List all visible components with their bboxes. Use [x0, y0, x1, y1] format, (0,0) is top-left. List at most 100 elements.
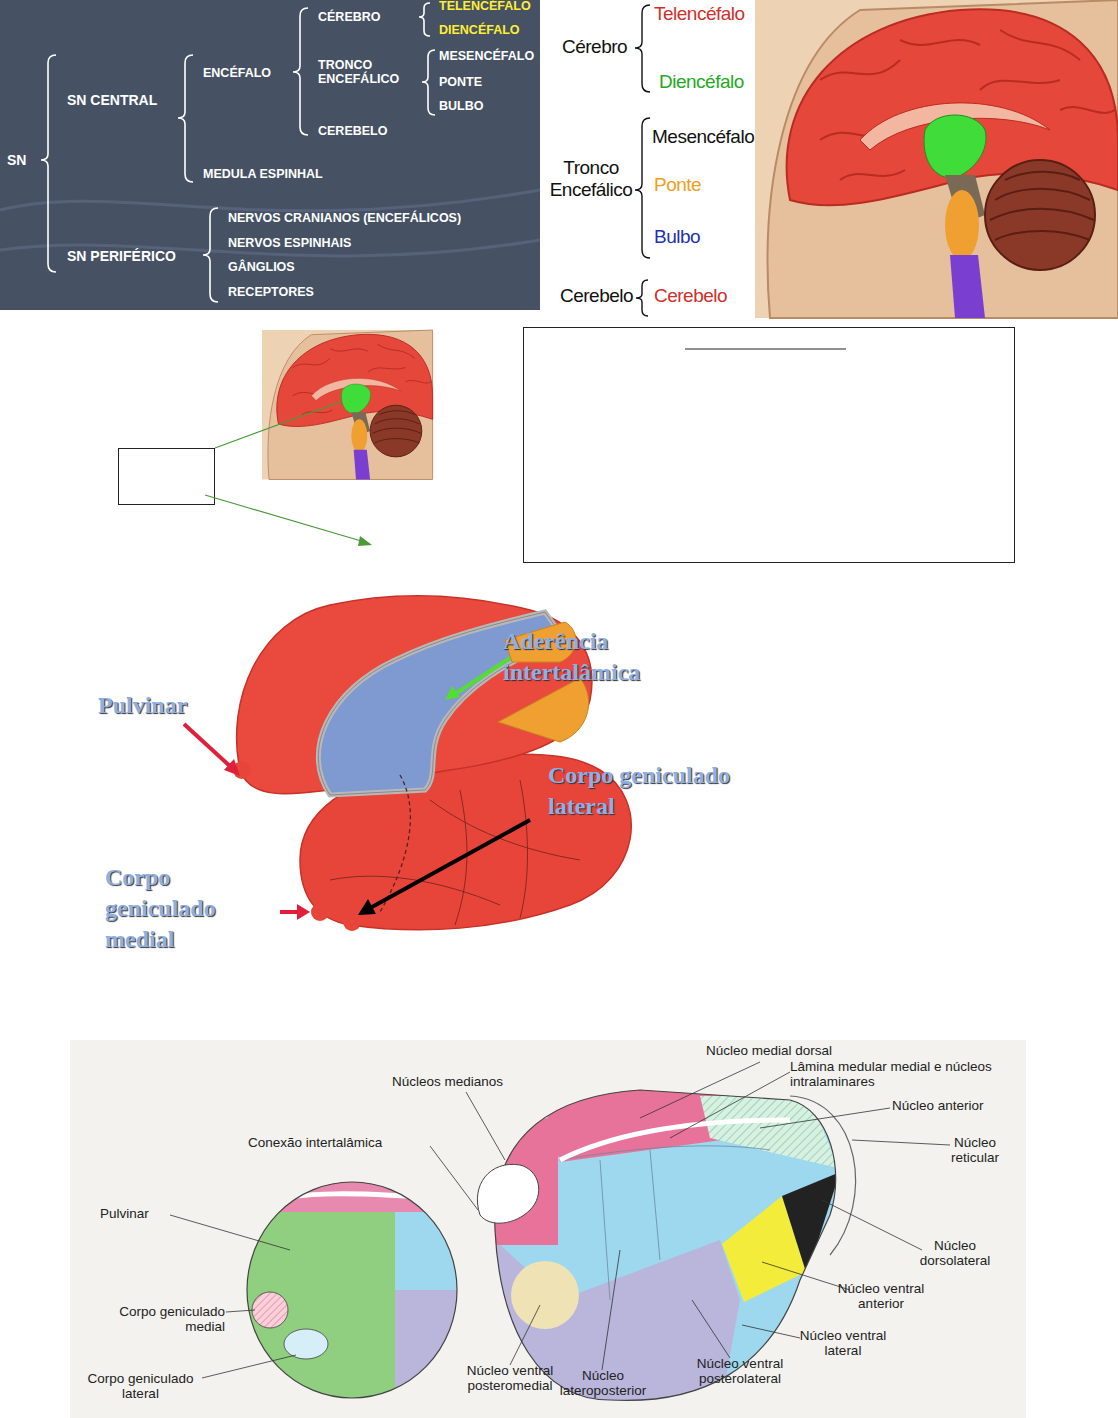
arrow-head [297, 904, 310, 920]
tree-label: CÉREBRO [318, 10, 381, 24]
thalamus-nuclei-left [240, 1180, 465, 1410]
lateral-geniculate [284, 1329, 328, 1359]
tree-label: SN [7, 152, 26, 168]
surface-lines [330, 780, 580, 925]
empty-box [119, 449, 215, 505]
nucleus-label: Núcleo medial dorsal [706, 1044, 832, 1059]
brain-illustration [755, 0, 1118, 318]
nucleus-label: Núcleo anterior [892, 1099, 984, 1114]
nucleus-region [395, 1290, 465, 1410]
pointer-arrow [372, 820, 530, 907]
tree-label: RECEPTORES [228, 285, 314, 299]
leader-line [760, 1108, 890, 1128]
leader-line [602, 1250, 620, 1370]
leader-line [742, 1325, 800, 1338]
leader-line [430, 1146, 478, 1210]
nucleus-region [480, 1080, 860, 1410]
hierarchy-label: Mesencéfalo [652, 126, 754, 148]
leader-lines [170, 1062, 950, 1378]
tree-label: ENCÉFALO [203, 66, 271, 80]
nucleus-label: Núcleo ventral posterolateral [690, 1357, 790, 1387]
nucleus-label: Conexão intertalâmica [248, 1136, 382, 1151]
leader-line [670, 1072, 790, 1138]
brace [635, 118, 650, 258]
tree-label: NERVOS CRANIANOS (ENCEFÁLICOS) [228, 211, 461, 225]
brace [41, 55, 56, 272]
tree-label: TELENCÉFALO [439, 0, 531, 13]
reticular-shell [790, 1096, 856, 1255]
hierarchy-label: Tronco Encefálico [546, 157, 636, 201]
leader-line [226, 1310, 255, 1312]
medullary-lamina [250, 1194, 460, 1205]
tree-label: BULBO [439, 99, 483, 113]
nucleus-label: Núcleo ventral posteromedial [460, 1364, 560, 1394]
structure-label: Corpo geniculado medial [105, 862, 235, 956]
arrow-head [445, 686, 460, 700]
hierarchy-label: Cerebelo [560, 285, 633, 307]
nucleus-label: Corpo geniculado lateral [78, 1372, 203, 1402]
tree-label: GÂNGLIOS [228, 260, 295, 274]
tree-label: SN CENTRAL [67, 92, 157, 108]
nucleus-label: Núcleo reticular [940, 1136, 1010, 1166]
leader-line [510, 1305, 540, 1365]
brace [636, 280, 648, 316]
hierarchy-label: Cérebro [562, 36, 627, 58]
nucleus-borders [560, 1146, 770, 1300]
leader-line [466, 1092, 505, 1160]
small-brain-illustration [262, 330, 433, 479]
brace [293, 8, 308, 135]
dashed-line [380, 775, 410, 912]
brace [203, 208, 218, 302]
empty-text-box [524, 328, 1015, 563]
nucleus-label: Corpo geniculado medial [100, 1305, 225, 1335]
pointer-arrow [452, 658, 510, 696]
medullary-lamina [560, 1120, 790, 1160]
nucleus-region [700, 1096, 838, 1168]
tree-label: CEREBELO [318, 124, 387, 138]
geniculate-bump [343, 913, 361, 931]
thalamus-outline [247, 1182, 457, 1398]
leader-line [170, 1215, 290, 1250]
tree-label: SN PERIFÉRICO [67, 248, 176, 264]
braces [635, 5, 650, 316]
hierarchy-label: Telencéfalo [654, 3, 745, 25]
tree-label: MEDULA ESPINHAL [203, 167, 323, 181]
thalamus-nuclei-right [480, 1080, 860, 1410]
nucleus-label: Pulvinar [100, 1207, 149, 1222]
structure-label: Corpo geniculado lateral [548, 760, 758, 822]
hierarchy-label: Bulbo [654, 226, 700, 248]
nucleus-region [240, 1180, 400, 1410]
brace [635, 5, 650, 92]
leader-line [640, 1062, 760, 1118]
panel-background [0, 0, 540, 310]
leader-line [205, 495, 368, 543]
arrow-head [358, 536, 372, 546]
hierarchy-label: Cerebelo [654, 285, 727, 307]
interthalamic-adhesion [477, 1164, 538, 1223]
leader-line [215, 402, 340, 448]
brace [422, 50, 435, 115]
thalamus-outline [495, 1090, 836, 1400]
leader-line [852, 1140, 950, 1145]
nucleus-label: Núcleo lateroposterior [548, 1369, 658, 1399]
pointer-arrow [280, 910, 298, 914]
medial-geniculate [252, 1292, 288, 1328]
pointer-arrow [184, 724, 232, 768]
figure-background [70, 1040, 1026, 1418]
nucleus-label: Núcleo dorsolateral [900, 1239, 1010, 1269]
tree-label: DIENCÉFALO [439, 23, 520, 37]
nucleus-region [240, 1180, 465, 1212]
nucleus-label: Núcleo ventral anterior [826, 1282, 936, 1312]
structure-label: Pulvinar [98, 690, 187, 721]
tree-label: PONTE [439, 75, 482, 89]
brace [419, 3, 430, 36]
leader-line [202, 1355, 296, 1378]
leader-line [692, 1300, 730, 1358]
tree-label: TRONCO ENCEFÁLICO [318, 58, 413, 87]
braces [41, 3, 435, 302]
anterior-part [498, 678, 589, 742]
tree-label: NERVOS ESPINHAIS [228, 236, 351, 250]
leader-line [822, 1200, 922, 1250]
